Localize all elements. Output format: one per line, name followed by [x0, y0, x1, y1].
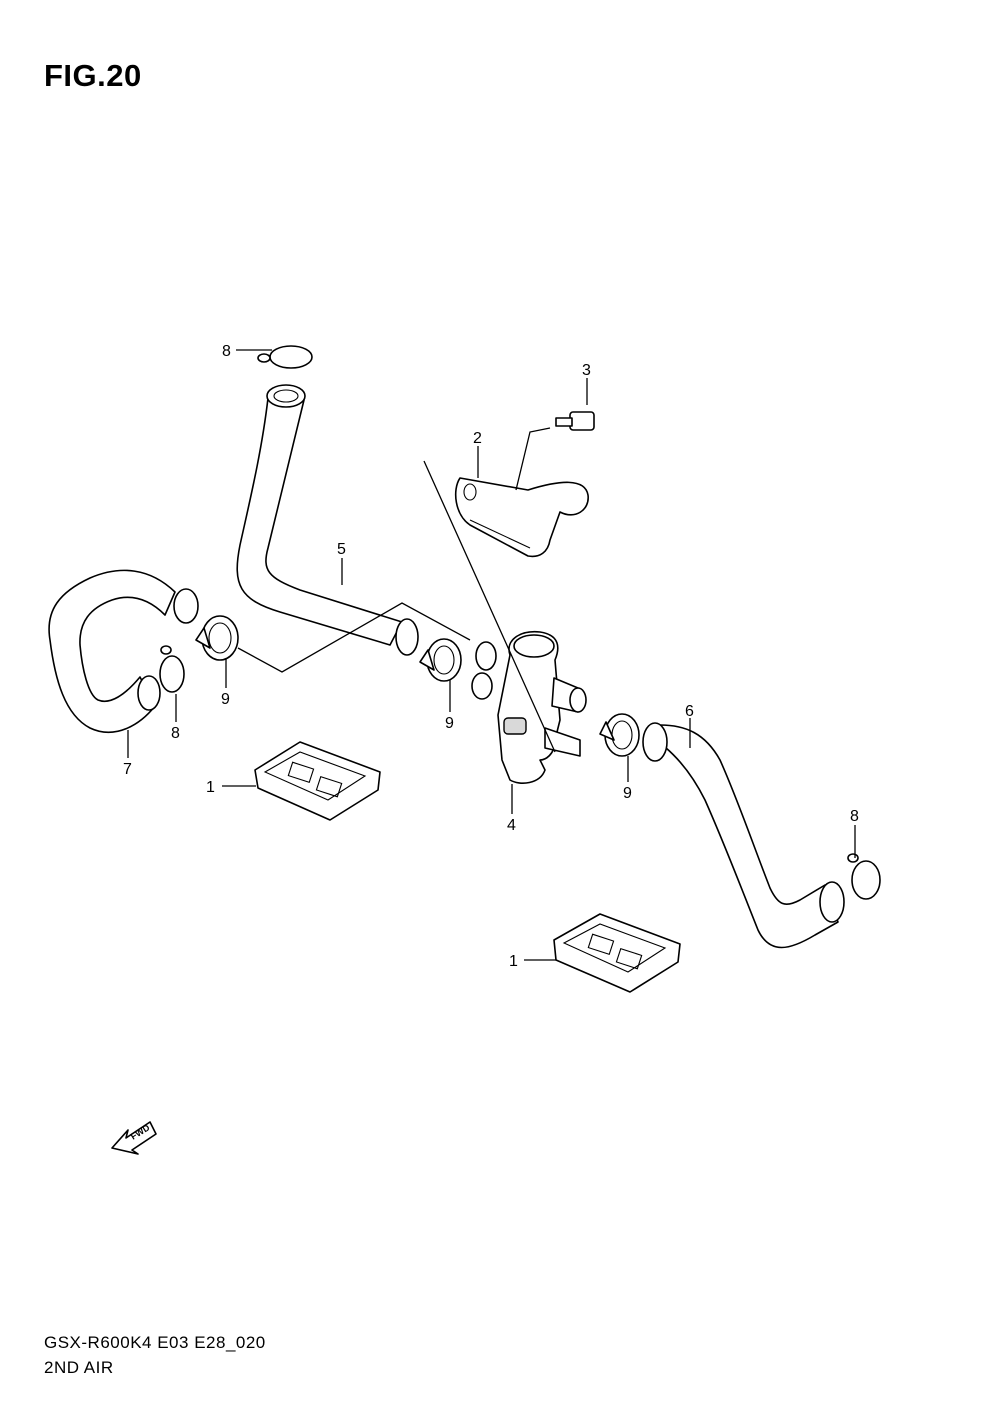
- bolt-3: [555, 411, 595, 431]
- callout-5: 5: [337, 541, 346, 558]
- reed-valve-1b: [553, 913, 681, 993]
- callout-9-left: 9: [221, 691, 230, 708]
- o-ring-8c: [847, 853, 881, 900]
- callout-9-right: 9: [623, 785, 632, 802]
- air-valve-4: [471, 630, 587, 784]
- callout-3: 3: [582, 362, 591, 379]
- callout-1-lower: 1: [509, 953, 518, 970]
- forward-arrow-icon: FWD: [111, 1121, 157, 1155]
- hose-7: [48, 569, 199, 733]
- callout-4: 4: [507, 817, 516, 834]
- hose-6: [642, 722, 845, 949]
- figure-title: FIG.20: [44, 58, 142, 93]
- callout-8-top: 8: [222, 343, 231, 360]
- callout-8-left: 8: [171, 725, 180, 742]
- hose-clamp-9b: [419, 638, 462, 682]
- callout-6: 6: [685, 703, 694, 720]
- bracket-2: [454, 477, 589, 558]
- hose-5: [236, 384, 419, 656]
- callout-1-upper: 1: [206, 779, 215, 796]
- hose-clamp-9c: [599, 713, 640, 757]
- callout-9-middle: 9: [445, 715, 454, 732]
- section-name: 2ND AIR: [44, 1358, 114, 1377]
- leader-lines: [127, 349, 856, 961]
- reed-valve-1a: [254, 741, 381, 821]
- hose-clamp-9a: [195, 615, 239, 661]
- model-code: GSX-R600K4 E03 E28_020: [44, 1333, 266, 1352]
- o-ring-8a: [257, 345, 313, 369]
- callout-8-right: 8: [850, 808, 859, 825]
- callout-7: 7: [123, 761, 132, 778]
- callout-2: 2: [473, 430, 482, 447]
- o-ring-8b: [159, 645, 185, 693]
